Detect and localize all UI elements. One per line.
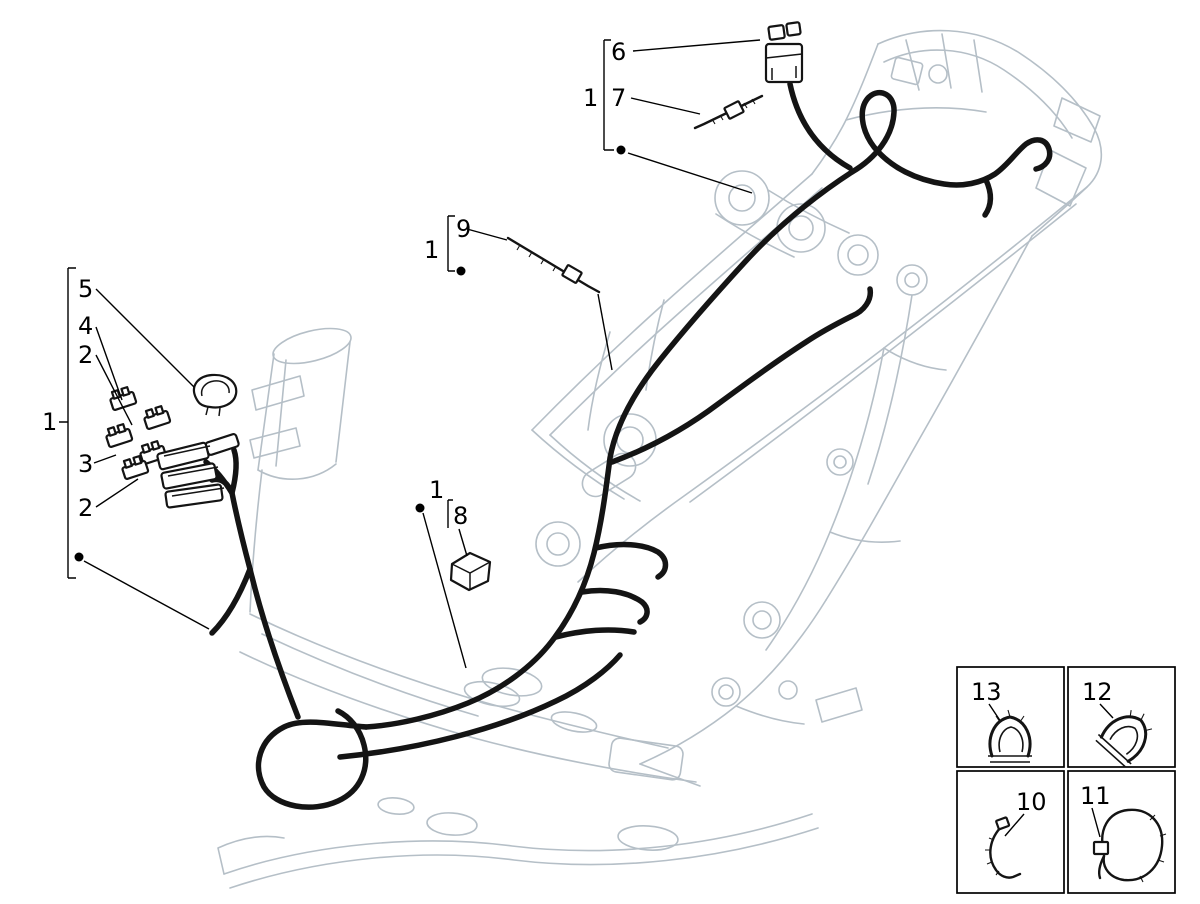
inset-label-11: 11 bbox=[1080, 782, 1111, 810]
harness-mid-hook-b bbox=[579, 587, 650, 625]
harness-fuseholder-lead bbox=[787, 81, 853, 171]
inset-box-13 bbox=[956, 666, 1065, 768]
fuse-part bbox=[143, 405, 172, 430]
fuse-holder-part bbox=[764, 21, 804, 84]
inset-label-10: 10 bbox=[1016, 788, 1047, 816]
cable-tie-part-10 bbox=[985, 816, 1022, 879]
inset-label-13: 13 bbox=[971, 678, 1002, 706]
harness-parts bbox=[105, 21, 804, 592]
wire-clamp-part-13 bbox=[988, 709, 1032, 763]
cable-tie-part-9 bbox=[506, 236, 601, 294]
callout-label-2-lower: 2 bbox=[78, 494, 93, 522]
harness-mid-hook-a bbox=[593, 541, 669, 580]
harness-reference-dot bbox=[456, 266, 466, 276]
connector-part-8 bbox=[449, 551, 492, 592]
scooter-frame-outline bbox=[217, 29, 1103, 889]
callout-label-1-mid: 1 bbox=[424, 236, 439, 264]
callout-label-1-left: 1 bbox=[42, 408, 57, 436]
callout-group-mid: 9 1 bbox=[424, 215, 613, 371]
harness-left-riser bbox=[229, 490, 301, 720]
connector-block-parts bbox=[156, 433, 240, 509]
callout-group-left: 5 4 2 3 2 1 bbox=[42, 267, 210, 630]
inset-box-11 bbox=[1067, 770, 1176, 894]
harness-lower-run bbox=[337, 652, 623, 760]
cable-tie-head bbox=[1092, 840, 1110, 856]
callout-label-9: 9 bbox=[456, 215, 471, 243]
callout-label-1-center: 1 bbox=[429, 476, 444, 504]
wire-clamp-part-12 bbox=[1095, 710, 1153, 768]
harness-top-drop bbox=[982, 177, 994, 218]
harness-main-trunk bbox=[363, 169, 855, 730]
callout-label-4: 4 bbox=[78, 312, 93, 340]
harness-upper-branch bbox=[609, 286, 874, 465]
harness-clamp-part bbox=[192, 373, 238, 417]
harness-reference-dot bbox=[415, 503, 425, 513]
callout-label-6: 6 bbox=[611, 38, 626, 66]
callout-label-2-upper: 2 bbox=[78, 341, 93, 369]
callout-group-top: 6 1 7 bbox=[583, 38, 761, 194]
fuse-part bbox=[121, 455, 150, 480]
harness-top-tangle bbox=[849, 89, 1053, 188]
callouts: 6 1 7 9 1 5 4 2 3 2 1 bbox=[42, 38, 761, 669]
inset-label-12: 12 bbox=[1082, 678, 1113, 706]
harness-bottom-left-loop bbox=[255, 708, 369, 810]
main-cable-harness bbox=[203, 81, 1053, 810]
inset-box-10 bbox=[956, 770, 1065, 894]
harness-mid-stub bbox=[553, 627, 637, 640]
callout-label-8: 8 bbox=[453, 502, 468, 530]
fuse-part bbox=[105, 423, 134, 448]
callout-label-5: 5 bbox=[78, 275, 93, 303]
callout-label-3: 3 bbox=[78, 450, 93, 478]
harness-reference-dot bbox=[74, 552, 84, 562]
callout-label-7: 7 bbox=[611, 84, 626, 112]
cable-tie-part-11 bbox=[1092, 808, 1167, 883]
inset-panels: 13 12 10 11 bbox=[956, 666, 1176, 894]
harness-reference-dot bbox=[616, 145, 626, 155]
callout-group-center: 1 8 bbox=[415, 476, 468, 669]
harness-left-drop bbox=[209, 566, 253, 636]
inset-box-12 bbox=[1067, 666, 1176, 768]
cable-tie-part-7 bbox=[693, 94, 764, 130]
callout-label-1-top: 1 bbox=[583, 84, 598, 112]
